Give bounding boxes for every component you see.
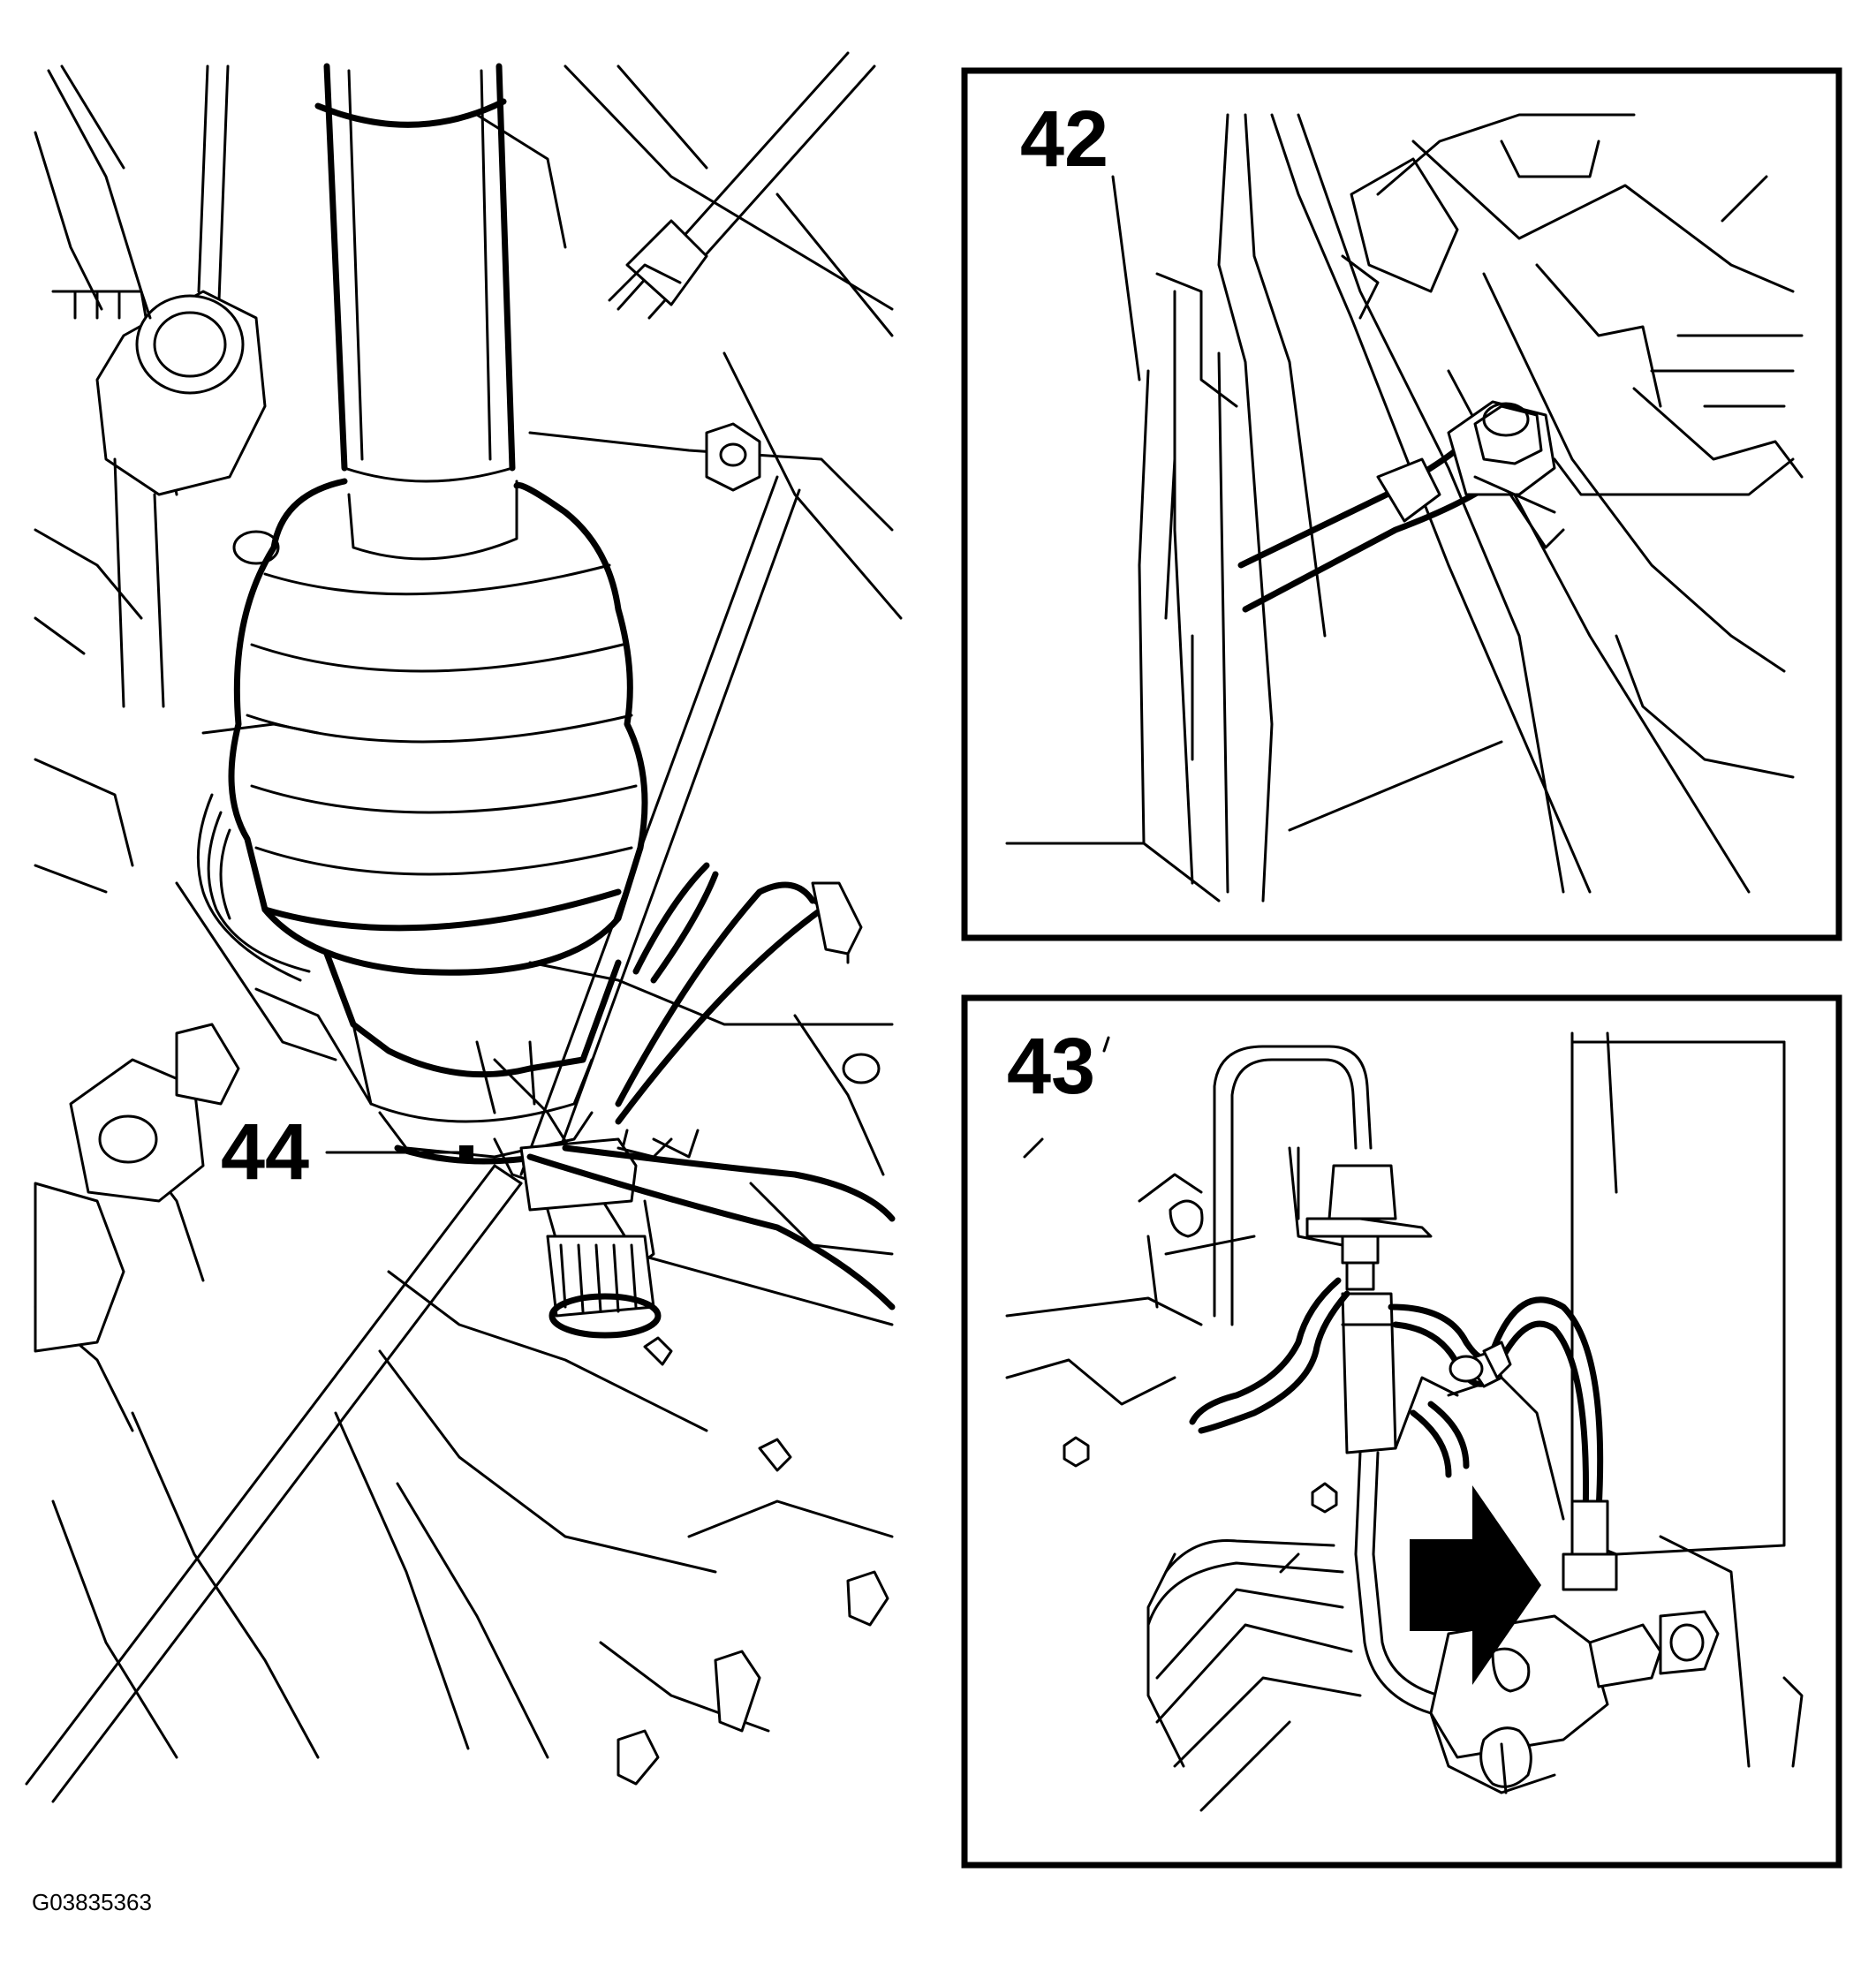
panel-43-brake-pipe[interactable]: [1213, 1045, 1441, 1715]
detail-panel-43: 43: [961, 994, 1842, 1869]
step-number-43: 43: [1007, 1023, 1095, 1111]
cv-boot[interactable]: [228, 478, 648, 976]
panel-43-sensor-harness[interactable]: [1189, 1277, 1618, 1591]
panel-42-rod-end[interactable]: [1237, 400, 1565, 613]
chassis-linework: [34, 64, 903, 1759]
wiring-harness: [526, 862, 896, 1311]
figure-id: G03835363: [32, 1889, 152, 1915]
callout-44: 44: [221, 1108, 309, 1197]
arrow-right-icon: [1410, 1485, 1541, 1685]
panel-43-linework: [1005, 1031, 1804, 1768]
left-bracket: [34, 290, 280, 1353]
step-number-42: 42: [1020, 95, 1108, 184]
main-view: 44: [25, 51, 903, 1803]
leader-44: [325, 1145, 473, 1159]
bolt-heads: [617, 422, 889, 1786]
panel-42-linework: [1005, 113, 1804, 903]
drive-shaft: [314, 63, 518, 561]
detail-panel-42: 42: [961, 67, 1842, 941]
cv-housing[interactable]: [323, 950, 622, 1165]
diagonal-rods: [25, 51, 876, 1803]
inner-boot: [175, 793, 337, 1061]
